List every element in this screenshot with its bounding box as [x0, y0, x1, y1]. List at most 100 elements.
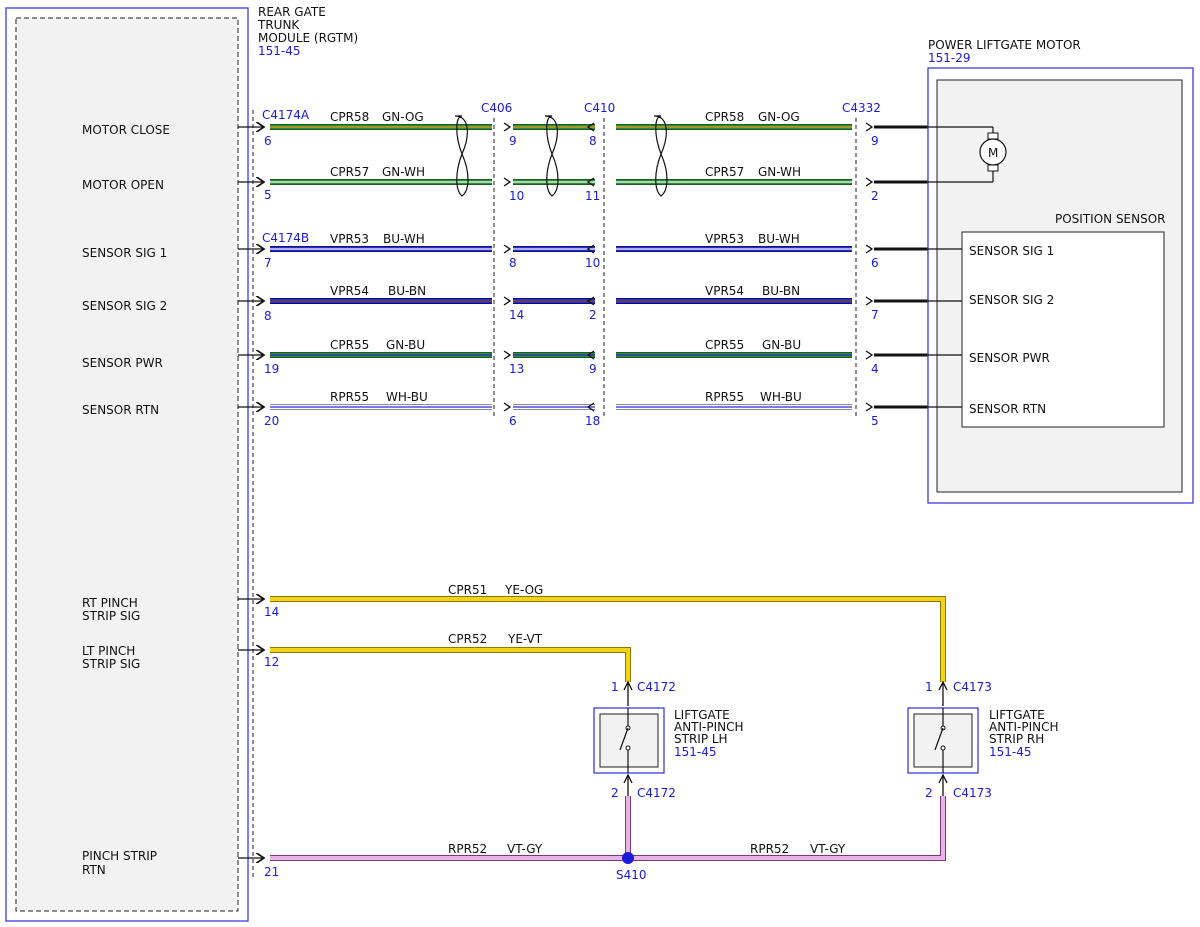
module-pin-numbers: 6 5 7 8 19 20 14 12 21 — [264, 134, 279, 879]
c406-pin-number: 6 — [509, 414, 517, 428]
rh-name-2: ANTI-PINCH — [989, 720, 1059, 734]
motor-symbol: M — [928, 126, 1007, 183]
connector-arrow — [586, 350, 595, 360]
wire-color-label: GN-OG — [758, 110, 800, 124]
rh-connector-bottom: C4173 — [953, 786, 992, 800]
sensor-pin-pwr: SENSOR PWR — [969, 351, 1050, 365]
wire-circuit-label: CPR57 — [330, 165, 369, 179]
pin-label-lt-pinch-2: STRIP SIG — [82, 657, 140, 671]
connector-c4332: C4332 — [842, 101, 881, 115]
c410-pin-number: 11 — [585, 189, 600, 203]
wire-circuit-label: VPR54 — [705, 284, 744, 298]
pin-number: 5 — [264, 188, 272, 202]
splice-s410 — [622, 852, 634, 864]
rtn-left-circuit: RPR52 — [448, 842, 487, 856]
pin-label-sensor-rtn: SENSOR RTN — [82, 403, 159, 417]
c406-pin-number: 13 — [509, 362, 524, 376]
rh-ref: 151-45 — [989, 745, 1032, 759]
lh-ref: 151-45 — [674, 745, 717, 759]
sensor-pin-sig1: SENSOR SIG 1 — [969, 244, 1054, 258]
connector-arrow — [586, 177, 595, 187]
lh-pin-bottom: 2 — [611, 786, 619, 800]
splice-label: S410 — [616, 868, 647, 882]
module-pin-labels: MOTOR CLOSE MOTOR OPEN SENSOR SIG 1 SENS… — [82, 123, 170, 877]
lt-circuit: CPR52 — [448, 632, 487, 646]
lh-name-3: STRIP LH — [674, 732, 728, 746]
lh-name-1: LIFTGATE — [674, 708, 730, 722]
pin-label-sensor-sig-2: SENSOR SIG 2 — [82, 299, 167, 313]
pin-number: 7 — [264, 256, 272, 270]
motor-m-symbol: M — [988, 146, 998, 160]
pinch-strip-wiring: CPR51 YE-OG CPR52 YE-VT RPR52 VT-GY RPR5… — [270, 583, 946, 882]
wire-circuit-label: CPR58 — [705, 110, 744, 124]
connector-arrow — [503, 296, 512, 306]
module-name-line-3: MODULE (RGTM) — [258, 31, 358, 45]
pin-label-rt-pinch-1: RT PINCH — [82, 596, 138, 610]
wire-color-label: WH-BU — [760, 390, 802, 404]
wire-color-label: BU-WH — [383, 232, 425, 246]
c4332-pin-number: 7 — [871, 308, 879, 322]
wire-circuit-label: CPR55 — [330, 338, 369, 352]
pin-label-pinch-rtn-2: RTN — [82, 863, 106, 877]
connector-arrow — [865, 296, 874, 306]
connector-c410: C410 — [584, 101, 615, 115]
wire-color-label: GN-WH — [382, 165, 425, 179]
wire-color-label: GN-WH — [758, 165, 801, 179]
rh-name-3: STRIP RH — [989, 732, 1044, 746]
wire-color-label: BU-WH — [758, 232, 800, 246]
wire-color-label: BU-BN — [762, 284, 800, 298]
c410-pin-number: 8 — [589, 134, 597, 148]
wire-circuit-label: VPR54 — [330, 284, 369, 298]
connector-c406: C406 — [481, 101, 512, 115]
lh-pin-top: 1 — [611, 680, 619, 694]
wire-circuit-label: VPR53 — [705, 232, 744, 246]
connector-dashes — [493, 118, 857, 418]
pin-number: 19 — [264, 362, 279, 376]
lh-connector-bottom: C4172 — [637, 786, 676, 800]
connector-c4174b: C4174B — [262, 231, 309, 245]
c406-pin-number: 9 — [509, 134, 517, 148]
c410-pin-number: 9 — [589, 362, 597, 376]
motor-title: POWER LIFTGATE MOTOR — [928, 38, 1081, 52]
connector-arrow — [503, 402, 512, 412]
connector-arrow — [586, 402, 595, 412]
lh-name-2: ANTI-PINCH — [674, 720, 744, 734]
pin-label-sensor-pwr: SENSOR PWR — [82, 356, 163, 370]
sensor-pin-rtn: SENSOR RTN — [969, 402, 1046, 416]
wire-color-label: BU-BN — [388, 284, 426, 298]
wire-circuit-label: RPR55 — [705, 390, 744, 404]
pin-number: 21 — [264, 865, 279, 879]
c406-pin-number: 10 — [509, 189, 524, 203]
connector-arrow — [586, 122, 595, 132]
wire-circuit-label: VPR53 — [330, 232, 369, 246]
connector-arrow — [503, 122, 512, 132]
wire-color-label: WH-BU — [386, 390, 428, 404]
pin-number: 14 — [264, 605, 279, 619]
c4332-pin-number: 4 — [871, 362, 879, 376]
anti-pinch-strip-rh: 1 C4173 LIFTGATE ANTI-PINCH STRIP RH 151… — [907, 680, 1059, 800]
wire-circuit-label: CPR55 — [705, 338, 744, 352]
connector-arrow — [865, 350, 874, 360]
wire-circuit-label: RPR55 — [330, 390, 369, 404]
connector-arrow — [503, 177, 512, 187]
motor-ref: 151-29 — [928, 51, 971, 65]
pin-label-motor-close: MOTOR CLOSE — [82, 123, 170, 137]
c410-pin-number: 18 — [585, 414, 600, 428]
pin-label-pinch-rtn-1: PINCH STRIP — [82, 849, 157, 863]
lt-color: YE-VT — [507, 632, 543, 646]
c406-pin-number: 14 — [509, 308, 524, 322]
pin-label-rt-pinch-2: STRIP SIG — [82, 609, 140, 623]
wire-circuit-label: CPR57 — [705, 165, 744, 179]
connector-arrow — [586, 244, 595, 254]
connector-arrow — [503, 244, 512, 254]
rtn-left-color: VT-GY — [507, 842, 543, 856]
pin-number: 6 — [264, 134, 272, 148]
rtn-right-color: VT-GY — [810, 842, 846, 856]
connector-arrow — [503, 350, 512, 360]
wire-color-label: GN-OG — [382, 110, 424, 124]
pin-number: 8 — [264, 309, 272, 323]
twisted-pair-symbols — [454, 115, 668, 197]
pin-number: 12 — [264, 655, 279, 669]
